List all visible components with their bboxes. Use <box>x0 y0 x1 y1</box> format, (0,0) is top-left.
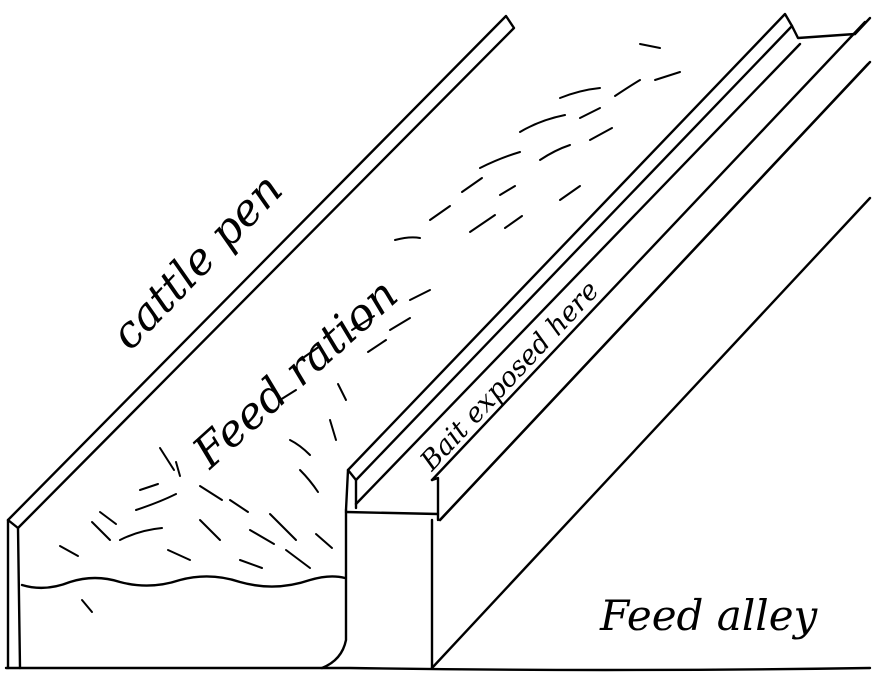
feed-ration-label: Feed ration <box>182 269 407 479</box>
ground-line <box>4 666 872 672</box>
feed-surface-line <box>20 575 347 590</box>
cattle-pen-wall <box>6 14 516 670</box>
feed-alley-label: Feed alley <box>599 591 819 640</box>
feed-alley-wall <box>430 16 872 670</box>
feed-ration-strokes <box>59 43 681 613</box>
